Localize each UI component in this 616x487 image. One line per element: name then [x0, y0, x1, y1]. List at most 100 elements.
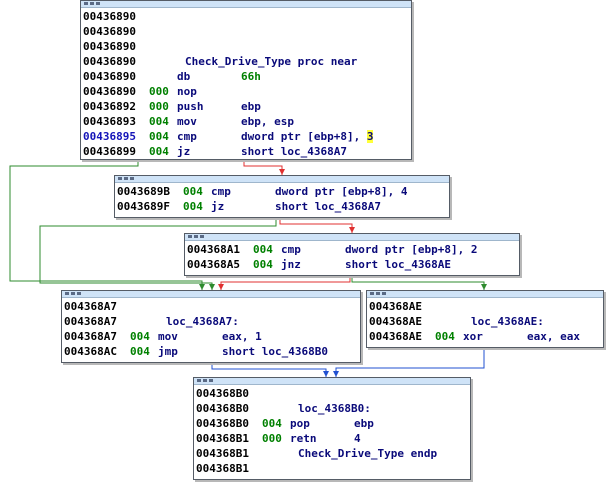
- mnemonic[interactable]: push: [177, 100, 204, 113]
- operands[interactable]: 66h: [241, 70, 261, 83]
- address[interactable]: 004368AC: [64, 345, 117, 358]
- block-menu-icon[interactable]: [84, 2, 88, 5]
- address[interactable]: 004368A7: [64, 330, 117, 343]
- mnemonic[interactable]: jz: [211, 200, 225, 213]
- operands[interactable]: eax, eax: [527, 330, 580, 343]
- instruction-line[interactable]: 00436890: [83, 24, 411, 39]
- address[interactable]: 004368A7: [64, 300, 117, 313]
- mnemonic[interactable]: mov: [177, 115, 197, 128]
- block-color-icon[interactable]: [90, 2, 94, 5]
- instruction-line[interactable]: 004368B1: [196, 461, 470, 476]
- mnemonic[interactable]: cmp: [211, 185, 231, 198]
- block-color-icon[interactable]: [124, 177, 128, 180]
- address[interactable]: 004368B0: [196, 402, 249, 415]
- block-color-icon[interactable]: [376, 292, 380, 295]
- address[interactable]: 004368AE: [369, 315, 422, 328]
- operands[interactable]: short loc_4368AE: [345, 258, 451, 271]
- code-label[interactable]: loc_4368A7:: [166, 315, 239, 328]
- instruction-line[interactable]: 004368AE: [369, 299, 603, 314]
- highlighted-operand[interactable]: 3: [366, 130, 374, 143]
- address[interactable]: 00436899: [83, 145, 136, 158]
- mnemonic[interactable]: db: [177, 70, 191, 83]
- operands[interactable]: ebp: [241, 100, 261, 113]
- block-menu-icon[interactable]: [197, 379, 201, 382]
- block-graph-icon[interactable]: [96, 2, 100, 5]
- operands[interactable]: 4: [354, 432, 361, 445]
- operands[interactable]: eax, 1: [222, 330, 262, 343]
- instruction-line[interactable]: 004368B1 Check_Drive_Type endp: [196, 446, 470, 461]
- address[interactable]: 00436890: [83, 70, 136, 83]
- address[interactable]: 00436893: [83, 115, 136, 128]
- block-color-icon[interactable]: [194, 235, 198, 238]
- mnemonic[interactable]: retn: [290, 432, 317, 445]
- mnemonic[interactable]: cmp: [281, 243, 301, 256]
- mnemonic[interactable]: mov: [158, 330, 178, 343]
- instruction-line[interactable]: 004368B0 loc_4368B0:: [196, 401, 470, 416]
- mnemonic[interactable]: cmp: [177, 130, 197, 143]
- address[interactable]: 0043689F: [117, 200, 170, 213]
- mnemonic[interactable]: jnz: [281, 258, 301, 271]
- instruction-line[interactable]: 004368B0: [196, 386, 470, 401]
- block-graph-icon[interactable]: [382, 292, 386, 295]
- block-graph-icon[interactable]: [77, 292, 81, 295]
- instruction-line[interactable]: 004368A7 loc_4368A7:: [64, 314, 360, 329]
- instruction-line[interactable]: 00436890: [83, 9, 411, 24]
- address[interactable]: 004368B0: [196, 417, 249, 430]
- address[interactable]: 004368B1: [196, 447, 249, 460]
- block-graph-icon[interactable]: [209, 379, 213, 382]
- block-color-icon[interactable]: [203, 379, 207, 382]
- address[interactable]: 0043689B: [117, 185, 170, 198]
- block-graph-icon[interactable]: [200, 235, 204, 238]
- operands[interactable]: ebp: [354, 417, 374, 430]
- code-label[interactable]: loc_4368B0:: [298, 402, 371, 415]
- operands[interactable]: dword ptr [ebp+8], 2: [345, 243, 478, 256]
- address[interactable]: 00436890: [83, 40, 136, 53]
- address[interactable]: 00436890: [83, 10, 136, 23]
- operands[interactable]: dword ptr [ebp+8],: [241, 130, 367, 143]
- mnemonic[interactable]: xor: [463, 330, 483, 343]
- address[interactable]: 00436890: [83, 85, 136, 98]
- operands[interactable]: dword ptr [ebp+8], 4: [275, 185, 408, 198]
- address[interactable]: 004368A1: [187, 243, 240, 256]
- address[interactable]: 004368B0: [196, 387, 249, 400]
- address[interactable]: 00436892: [83, 100, 136, 113]
- code-label[interactable]: Check_Drive_Type proc near: [185, 55, 358, 68]
- block-graph-icon[interactable]: [130, 177, 134, 180]
- instruction-line[interactable]: 004368AE loc_4368AE:: [369, 314, 603, 329]
- code-label[interactable]: Check_Drive_Type endp: [298, 447, 438, 460]
- block-color-icon[interactable]: [71, 292, 75, 295]
- block-menu-icon[interactable]: [188, 235, 192, 238]
- block-menu-icon[interactable]: [65, 292, 69, 295]
- instruction-line[interactable]: 00436890: [83, 39, 411, 54]
- instruction-line[interactable]: 004368A7: [64, 299, 360, 314]
- address[interactable]: 004368B1: [196, 462, 249, 475]
- operands[interactable]: short loc_4368B0: [222, 345, 328, 358]
- address[interactable]: 004368A7: [64, 315, 117, 328]
- block-menu-icon[interactable]: [370, 292, 374, 295]
- address[interactable]: 00436895: [83, 130, 136, 143]
- operands[interactable]: short loc_4368A7: [275, 200, 381, 213]
- code-label[interactable]: loc_4368AE:: [471, 315, 544, 328]
- mnemonic[interactable]: jmp: [158, 345, 178, 358]
- block-menu-icon[interactable]: [118, 177, 122, 180]
- mnemonic[interactable]: jz: [177, 145, 191, 158]
- address[interactable]: 004368AE: [369, 300, 422, 313]
